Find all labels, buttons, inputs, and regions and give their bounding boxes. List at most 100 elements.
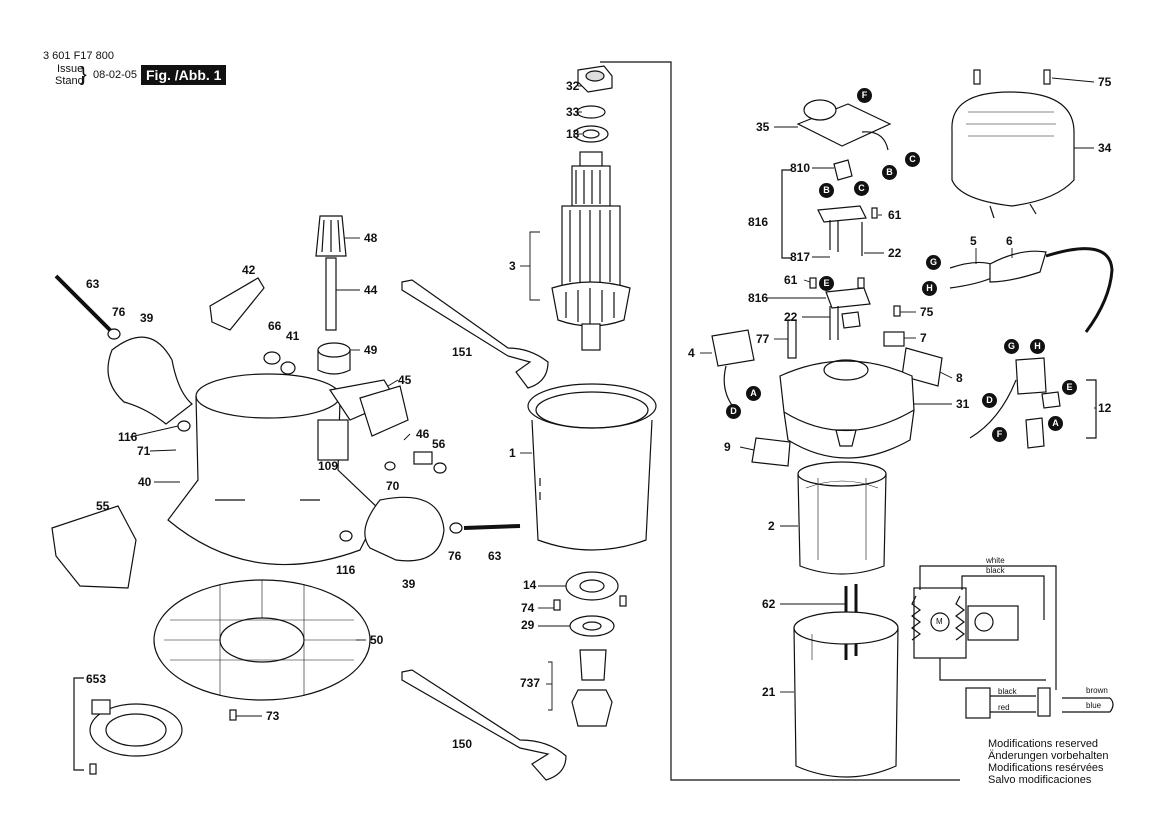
marker-B: B bbox=[882, 165, 897, 180]
callout-39b: 39 bbox=[402, 577, 416, 591]
callout-7: 7 bbox=[920, 331, 927, 345]
callout-816a: 816 bbox=[748, 215, 769, 229]
callout-810: 810 bbox=[790, 161, 811, 175]
bolt-63a bbox=[54, 274, 112, 332]
callout-737: 737 bbox=[520, 676, 541, 690]
spacer-7 bbox=[883, 331, 905, 347]
motor-housing-21 bbox=[793, 611, 899, 778]
wire-black-bottom: black bbox=[998, 687, 1017, 696]
callout-63a: 63 bbox=[86, 277, 100, 291]
callout-8: 8 bbox=[956, 371, 963, 385]
callout-3: 3 bbox=[509, 259, 516, 273]
marker-A: A bbox=[746, 386, 761, 401]
callout-75b: 75 bbox=[920, 305, 934, 319]
field-2 bbox=[797, 461, 887, 575]
depth-knob-48 bbox=[315, 215, 347, 331]
handle-39b bbox=[364, 496, 445, 562]
callout-75a: 75 bbox=[1098, 75, 1112, 89]
washer-76b bbox=[449, 522, 463, 534]
wire-black-top: black bbox=[986, 566, 1005, 575]
modifications-line: Modifications reserved bbox=[988, 738, 1099, 750]
marker-F2: F bbox=[992, 427, 1007, 442]
callout-12: 12 bbox=[1098, 401, 1112, 415]
motor-symbol: M bbox=[936, 617, 943, 626]
screw-73 bbox=[229, 709, 237, 721]
callout-77: 77 bbox=[756, 332, 770, 346]
motor-cap-34 bbox=[951, 91, 1075, 219]
callout-6: 6 bbox=[1006, 234, 1013, 248]
marker-A2: A bbox=[1048, 416, 1063, 431]
bracket-42 bbox=[209, 277, 265, 331]
marker-H: H bbox=[922, 281, 937, 296]
callout-45: 45 bbox=[398, 373, 412, 387]
issue-date: 08-02-05 bbox=[93, 69, 138, 81]
issue-label: Issue bbox=[57, 63, 84, 75]
callout-816b: 816 bbox=[748, 291, 769, 305]
callout-21: 21 bbox=[762, 685, 776, 699]
group-bracket-line bbox=[600, 61, 960, 781]
marker-C: C bbox=[905, 152, 920, 167]
fan-housing-31 bbox=[779, 359, 915, 459]
callout-42: 42 bbox=[242, 263, 256, 277]
callout-62: 62 bbox=[762, 597, 776, 611]
marker-H2: H bbox=[1030, 339, 1045, 354]
callout-14: 14 bbox=[523, 578, 537, 592]
screw-75b bbox=[1043, 69, 1051, 85]
marker-C2: C bbox=[854, 181, 869, 196]
wrench-150 bbox=[401, 669, 567, 781]
marker-B2: B bbox=[819, 183, 834, 198]
callout-63b: 63 bbox=[488, 549, 502, 563]
collet-737 bbox=[571, 649, 613, 727]
callout-55: 55 bbox=[96, 499, 110, 513]
callout-31: 31 bbox=[956, 397, 970, 411]
callout-22b: 22 bbox=[784, 310, 798, 324]
wrench-151 bbox=[401, 279, 549, 389]
callout-4: 4 bbox=[688, 346, 695, 360]
brace-glyph: } bbox=[80, 64, 87, 86]
stand-label: Stand bbox=[55, 75, 84, 87]
spring-46 bbox=[413, 451, 433, 465]
bushing-49 bbox=[317, 342, 351, 375]
bearing-13 bbox=[573, 125, 609, 143]
marker-F: F bbox=[857, 88, 872, 103]
cord-5-6 bbox=[949, 247, 1114, 333]
insert-9 bbox=[751, 437, 791, 467]
screw-75a bbox=[973, 69, 981, 85]
callout-29: 29 bbox=[521, 618, 535, 632]
nut-32 bbox=[577, 65, 613, 93]
callout-151: 151 bbox=[452, 345, 473, 359]
sub-base-50 bbox=[153, 579, 371, 701]
callout-2: 2 bbox=[768, 519, 775, 533]
washer-66 bbox=[263, 351, 281, 365]
callout-76b: 76 bbox=[448, 549, 462, 563]
marker-G: G bbox=[926, 255, 941, 270]
callout-116a: 116 bbox=[118, 430, 138, 444]
callout-9: 9 bbox=[724, 440, 731, 454]
switch-4 bbox=[711, 329, 755, 409]
callout-109: 109 bbox=[318, 459, 339, 473]
callout-32: 32 bbox=[566, 79, 580, 93]
modifications-line: Salvo modificaciones bbox=[988, 774, 1092, 786]
brush-holder-816b bbox=[809, 277, 901, 340]
callout-49: 49 bbox=[364, 343, 378, 357]
callout-39a: 39 bbox=[140, 311, 154, 325]
callout-76a: 76 bbox=[112, 305, 126, 319]
bearing-14 bbox=[565, 571, 619, 601]
callout-71: 71 bbox=[137, 444, 151, 458]
washer-116a bbox=[177, 420, 191, 432]
callout-35: 35 bbox=[756, 120, 770, 134]
callout-56: 56 bbox=[432, 437, 446, 451]
marker-E: E bbox=[819, 276, 834, 291]
callout-13: 13 bbox=[566, 127, 580, 141]
callout-40: 40 bbox=[138, 475, 152, 489]
callout-44: 44 bbox=[364, 283, 378, 297]
wiring-diagram bbox=[911, 565, 1114, 719]
screw-77 bbox=[787, 319, 797, 359]
callout-70: 70 bbox=[386, 479, 400, 493]
clip-70 bbox=[384, 461, 396, 471]
marker-E2: E bbox=[1062, 380, 1077, 395]
chip-shield-55 bbox=[51, 505, 137, 589]
flange-29 bbox=[569, 615, 615, 637]
callout-61b: 61 bbox=[784, 273, 798, 287]
